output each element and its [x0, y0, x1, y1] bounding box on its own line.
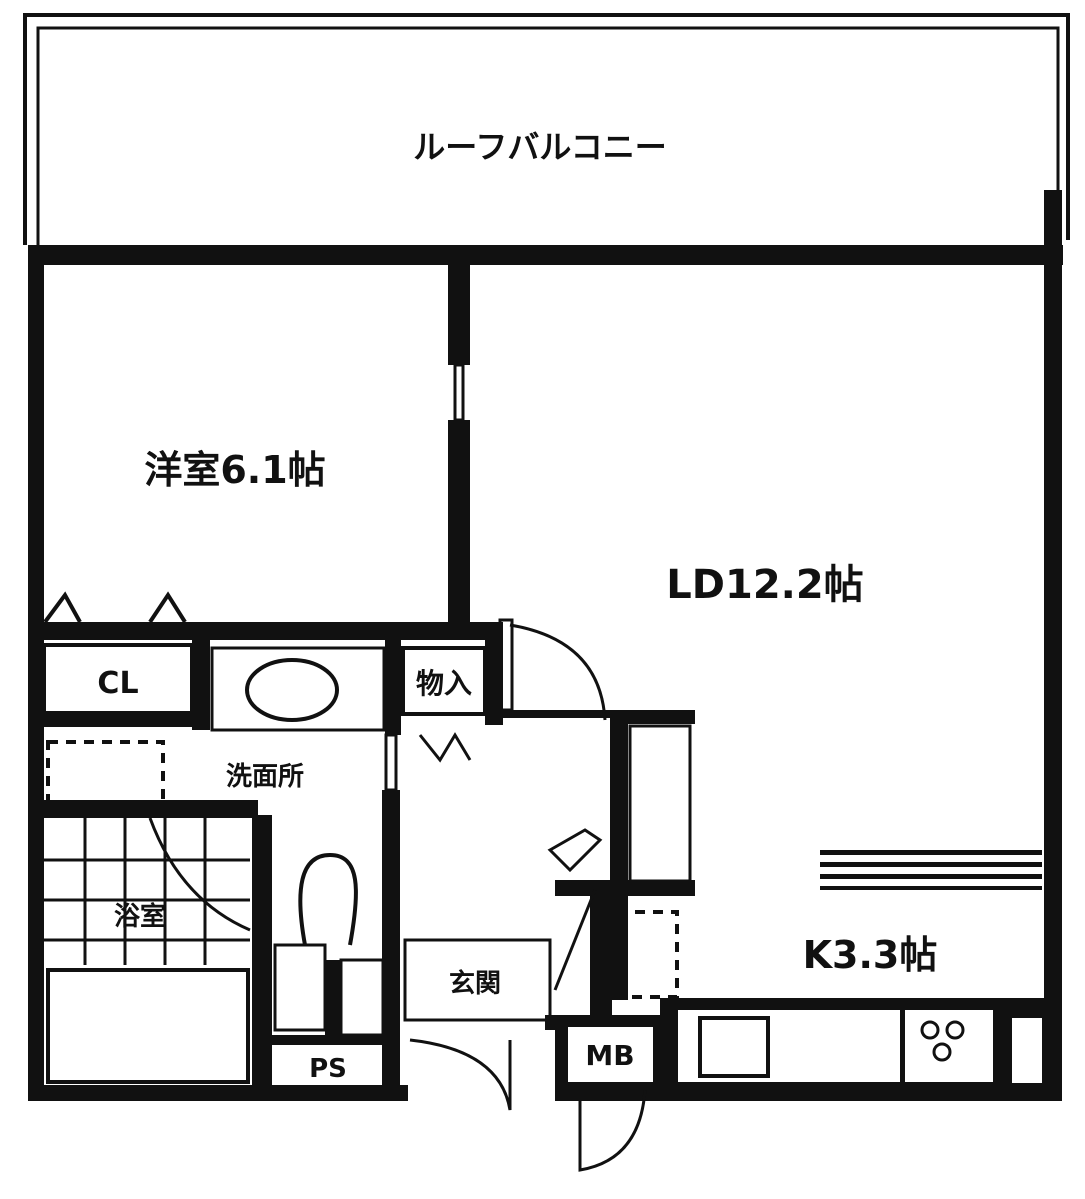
label-closet: CL: [97, 666, 138, 701]
label-kitchen: K3.3帖: [803, 933, 938, 977]
label-western-room: 洋室6.1帖: [144, 448, 325, 492]
label-pipe-space: PS: [309, 1054, 347, 1084]
roof-balcony: [23, 13, 1070, 245]
bath-tiles: [44, 818, 250, 1084]
label-roof-balcony: ルーフバルコニー: [413, 128, 666, 166]
label-meter-box: MB: [585, 1039, 634, 1072]
label-living-dining: LD12.2帖: [666, 562, 863, 608]
doors: [148, 618, 647, 1172]
label-entrance: 玄関: [449, 968, 501, 999]
label-storage: 物入: [416, 667, 472, 700]
walls: [28, 190, 1063, 1101]
counter-stripes: [820, 850, 1042, 890]
label-washroom: 洗面所: [226, 762, 304, 792]
label-bathroom: 浴室: [114, 901, 166, 932]
